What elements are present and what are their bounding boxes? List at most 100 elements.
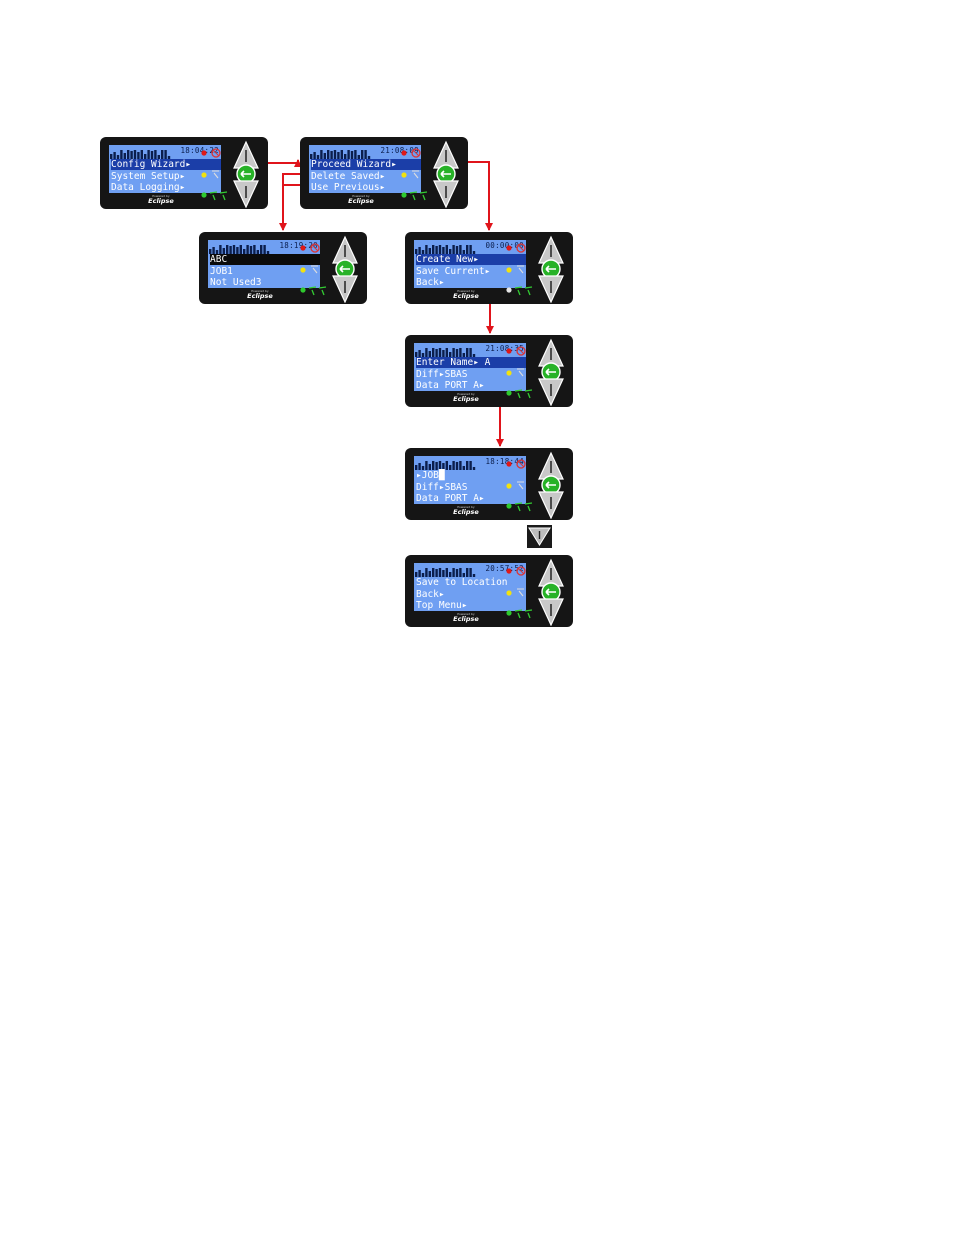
menu-row[interactable]: Use Previous▸ (311, 182, 386, 193)
menu-row[interactable]: Delete Saved▸ (311, 170, 386, 182)
status-led-red (506, 245, 512, 251)
status-led-green (506, 390, 512, 396)
satellite-icon (310, 243, 320, 253)
brand-logo: Powered by Eclipse (453, 612, 479, 623)
status-led-green (506, 287, 512, 293)
down-arrow-icon (433, 180, 459, 209)
menu-row[interactable]: Back▸ (416, 277, 445, 288)
menu-row[interactable]: JOB1 (210, 265, 233, 277)
status-bar: 20:57:52 (414, 563, 526, 577)
up-arrow-icon (538, 235, 564, 264)
status-bar: 18:04:22 (109, 145, 221, 159)
status-led-green (506, 610, 512, 616)
status-led-green (300, 287, 306, 293)
dgps-icon (514, 389, 533, 399)
clock: 21:08:35 (485, 344, 524, 353)
enter-arrow-icon (541, 582, 561, 602)
keypad[interactable] (505, 451, 573, 520)
keypad[interactable] (505, 338, 573, 407)
dgps-icon (308, 286, 327, 296)
menu-row[interactable]: Enter Name▸ A (416, 357, 526, 368)
signal-bars-icon (415, 456, 485, 470)
keypad[interactable] (505, 235, 573, 304)
up-arrow-icon (433, 140, 459, 169)
keypad[interactable] (299, 235, 367, 304)
clock: 00:00:00 (485, 241, 524, 250)
differential-icon (212, 170, 219, 179)
brand-logo: Powered by Eclipse (148, 194, 174, 205)
signal-bars-icon (415, 240, 485, 254)
status-led-red (401, 150, 407, 156)
menu-row[interactable]: Not Used3 (210, 277, 262, 288)
device-main-menu: 18:04:22 Config Wizard▸System Setup▸Data… (100, 137, 268, 209)
lcd-screen: 21:08:09 Proceed Wizard▸Delete Saved▸Use… (309, 145, 421, 193)
down-arrow-icon (538, 491, 564, 520)
status-led-green (201, 192, 207, 198)
menu-row[interactable]: Top Menu▸ (416, 600, 468, 611)
signal-bars-icon (209, 240, 279, 254)
keypad[interactable] (200, 140, 268, 209)
enter-arrow-icon (541, 475, 561, 495)
status-led-yellow (300, 267, 306, 273)
satellite-icon (516, 243, 526, 253)
enter-arrow-icon (335, 259, 355, 279)
menu-row[interactable]: Create New▸ (416, 254, 526, 265)
menu-row[interactable]: ▸JOB█ (416, 470, 445, 481)
menu-row[interactable]: Proceed Wizard▸ (311, 159, 421, 170)
menu-row[interactable]: Data Logging▸ (111, 182, 186, 193)
device-config-wizard: 21:08:09 Proceed Wizard▸Delete Saved▸Use… (300, 137, 468, 209)
status-bar: 21:08:09 (309, 145, 421, 159)
status-led-green (401, 192, 407, 198)
keypad[interactable] (400, 140, 468, 209)
menu-row[interactable]: Diff▸SBAS (416, 481, 468, 493)
satellite-icon (516, 566, 526, 576)
status-led-yellow (506, 483, 512, 489)
status-bar: 00:00:00 (414, 240, 526, 254)
satellite-icon (411, 148, 421, 158)
signal-bars-icon (310, 145, 380, 159)
menu-row[interactable]: Save to Location (416, 577, 508, 588)
lcd-screen: 18:04:22 Config Wizard▸System Setup▸Data… (109, 145, 221, 193)
status-led-yellow (506, 267, 512, 273)
menu-row[interactable]: Save Current▸ (416, 265, 491, 277)
up-arrow-icon (538, 338, 564, 367)
brand-logo: Powered by Eclipse (453, 505, 479, 516)
menu-row[interactable]: Config Wizard▸ (111, 159, 221, 170)
dgps-icon (514, 609, 533, 619)
status-led-red (506, 348, 512, 354)
device-proceed-wizard: 00:00:00 Create New▸Save Current▸Back▸ P… (405, 232, 573, 304)
differential-icon (517, 265, 524, 274)
menu-row[interactable]: Diff▸SBAS (416, 368, 468, 380)
menu-row[interactable]: Back▸ (416, 588, 445, 600)
enter-arrow-icon (541, 259, 561, 279)
down-arrow-icon (332, 275, 358, 304)
status-led-yellow (506, 370, 512, 376)
brand-logo: Powered by Eclipse (453, 392, 479, 403)
status-led-red (201, 150, 207, 156)
menu-row[interactable]: Data PORT A▸ (416, 380, 485, 391)
menu-row[interactable]: System Setup▸ (111, 170, 186, 182)
up-arrow-icon (332, 235, 358, 264)
satellite-icon (516, 459, 526, 469)
status-led-red (506, 461, 512, 467)
signal-bars-icon (110, 145, 180, 159)
menu-row[interactable]: Data PORT A▸ (416, 493, 485, 504)
status-led-yellow (201, 172, 207, 178)
satellite-icon (516, 346, 526, 356)
down-arrow-icon (233, 180, 259, 209)
clock: 21:08:09 (380, 146, 419, 155)
clock: 18:18:44 (485, 457, 524, 466)
clock: 20:57:52 (485, 564, 524, 573)
keypad[interactable] (505, 558, 573, 627)
enter-arrow-icon (236, 164, 256, 184)
menu-row[interactable]: ABC (210, 254, 320, 265)
down-key-icon (527, 525, 552, 548)
differential-icon (517, 588, 524, 597)
differential-icon (517, 368, 524, 377)
status-led-yellow (401, 172, 407, 178)
dgps-icon (409, 191, 428, 201)
